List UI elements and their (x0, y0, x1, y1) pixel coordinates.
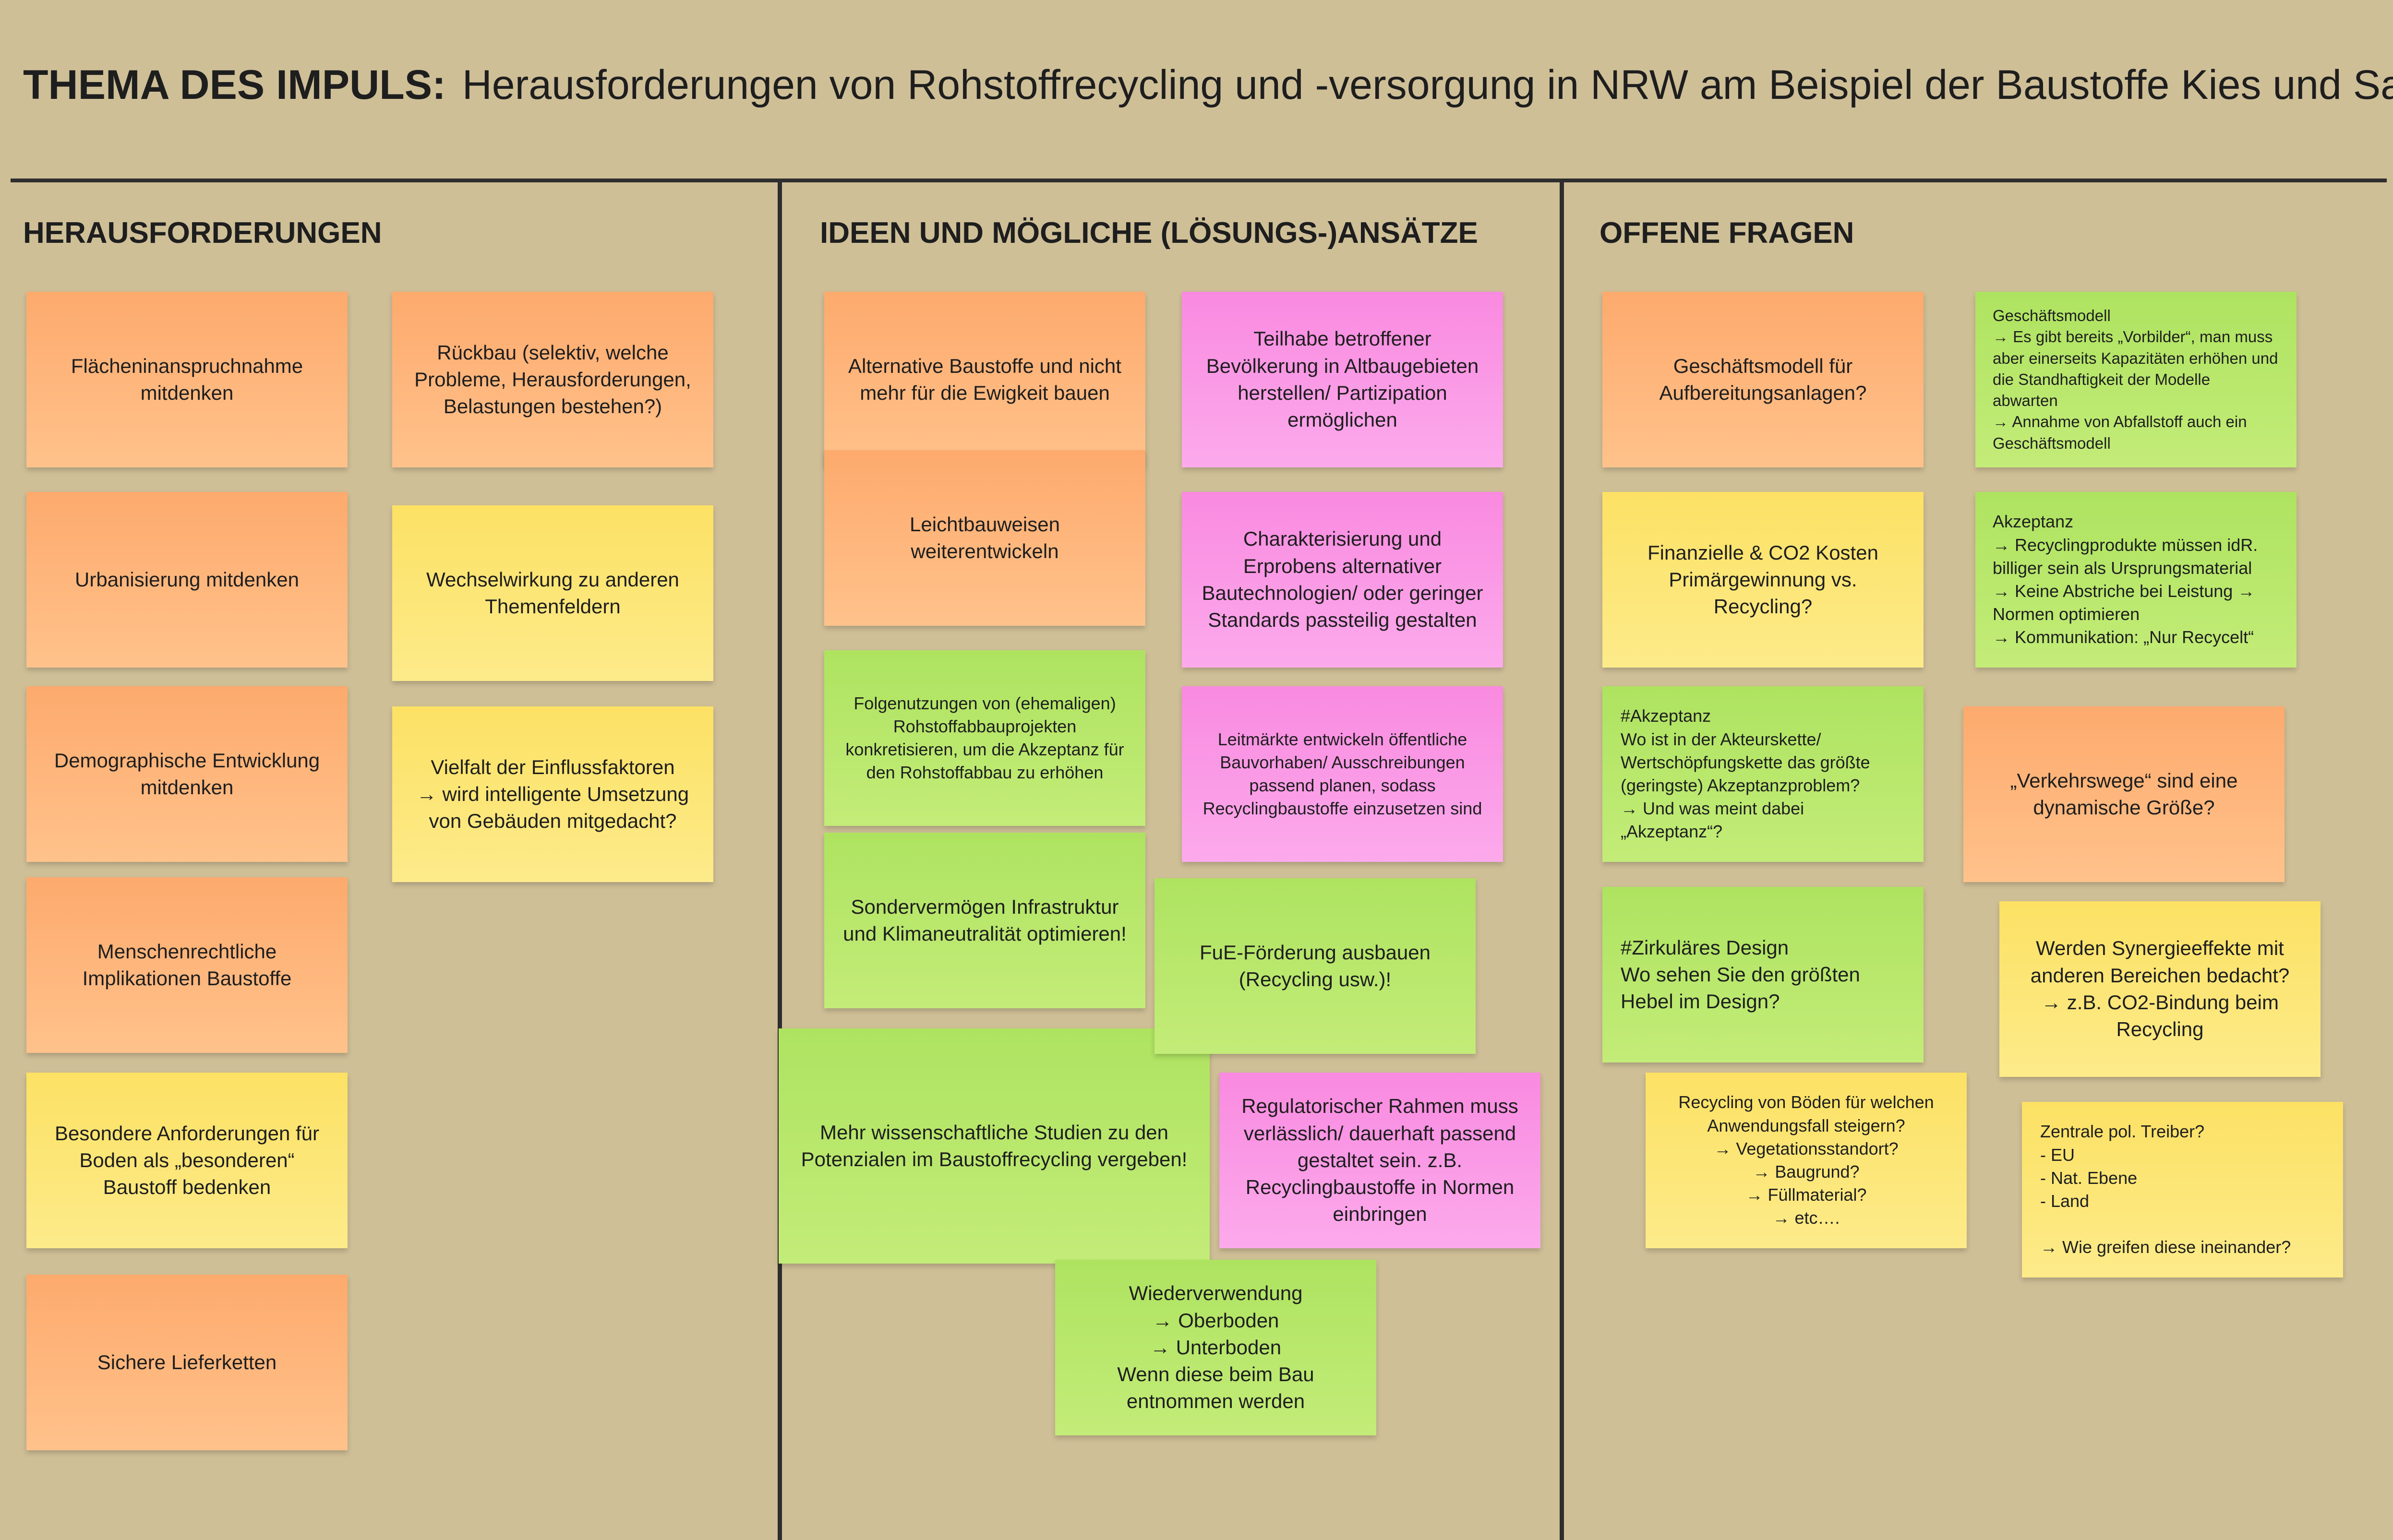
sticky-note-urbanisierung[interactable]: Urbanisierung mitdenken (26, 492, 348, 668)
sticky-note-fue[interactable]: FuE-Förderung ausbauen (Recycling usw.)! (1154, 878, 1476, 1054)
sticky-note-geschaeftsmodell-antwort[interactable]: Geschäftsmodell → Es gibt bereits „Vorbi… (1975, 292, 2297, 467)
sticky-note-vielfalt[interactable]: Vielfalt der Einflussfaktoren → wird int… (392, 706, 713, 882)
sticky-note-synergie[interactable]: Werden Synergieeffekte mit anderen Berei… (1999, 901, 2321, 1077)
title-text: Herausforderungen von Rohstoffrecycling … (462, 62, 2393, 108)
sticky-note-alternative-baustoffe[interactable]: Alternative Baustoffe und nicht mehr für… (824, 292, 1145, 467)
sticky-note-kosten[interactable]: Finanzielle & CO2 Kosten Primärgewinnung… (1602, 492, 1924, 668)
sticky-note-wiederverwendung[interactable]: Wiederverwendung → Oberboden → Unterbode… (1055, 1260, 1376, 1435)
column-divider-2 (1560, 181, 1564, 1540)
sticky-note-wechselwirkung[interactable]: Wechselwirkung zu anderen Themenfeldern (392, 505, 713, 681)
sticky-note-verkehrswege[interactable]: „Verkehrswege“ sind eine dynamische Größ… (1963, 706, 2285, 882)
sticky-note-leitmaerkte[interactable]: Leitmärkte entwickeln öffentliche Bauvor… (1182, 686, 1503, 862)
sticky-note-treiber[interactable]: Zentrale pol. Treiber? - EU - Nat. Ebene… (2022, 1102, 2343, 1277)
sticky-note-sondervermoegen[interactable]: Sondervermögen Infrastruktur und Klimane… (824, 833, 1145, 1008)
sticky-note-menschenrechte[interactable]: Menschenrechtliche Implikationen Baustof… (26, 877, 348, 1053)
header-divider (11, 179, 2387, 182)
sticky-note-boden[interactable]: Besondere Anforderungen für Boden als „b… (26, 1073, 348, 1248)
sticky-note-studien[interactable]: Mehr wissenschaftliche Studien zu den Po… (779, 1028, 1210, 1264)
sticky-note-teilhabe[interactable]: Teilhabe betroffener Bevölkerung in Altb… (1182, 292, 1503, 467)
sticky-note-akzeptanz-frage[interactable]: #Akzeptanz Wo ist in der Akteurskette/ W… (1602, 686, 1924, 862)
sticky-note-flaecheninanspruchnahme[interactable]: Flächeninanspruchnahme mitdenken (26, 292, 348, 467)
sticky-note-rueckbau[interactable]: Rückbau (selektiv, welche Probleme, Hera… (392, 292, 713, 467)
sticky-note-folgenutzungen[interactable]: Folgenutzungen von (ehemaligen) Rohstoff… (824, 650, 1145, 826)
column-heading-questions: OFFENE FRAGEN (1599, 216, 1854, 250)
sticky-note-geschaeftsmodell-frage[interactable]: Geschäftsmodell für Aufbereitungsanlagen… (1602, 292, 1924, 467)
sticky-note-design[interactable]: #Zirkuläres Design Wo sehen Sie den größ… (1602, 887, 1924, 1062)
sticky-note-recycling-boeden[interactable]: Recycling von Böden für welchen Anwendun… (1646, 1073, 1967, 1248)
page-title: THEMA DES IMPULS: Herausforderungen von R… (23, 61, 2393, 109)
sticky-note-rahmen[interactable]: Regulatorischer Rahmen muss verlässlich/… (1219, 1073, 1540, 1248)
sticky-note-akzeptanz-antwort[interactable]: Akzeptanz → Recyclingprodukte müssen idR… (1975, 492, 2297, 668)
column-heading-ideas: IDEEN UND MÖGLICHE (LÖSUNGS-)ANSÄTZE (820, 216, 1478, 250)
sticky-note-lieferketten[interactable]: Sichere Lieferketten (26, 1275, 348, 1450)
sticky-note-technologien[interactable]: Charakterisierung und Erprobens alternat… (1182, 492, 1503, 668)
column-heading-challenges: HERAUSFORDERUNGEN (23, 216, 382, 250)
column-divider-1 (778, 181, 782, 1540)
sticky-note-leichtbau[interactable]: Leichtbauweisen weiterentwickeln (824, 450, 1145, 626)
sticky-note-demographie[interactable]: Demographische Entwicklung mitdenken (26, 686, 348, 862)
title-label: THEMA DES IMPULS: (23, 62, 446, 108)
